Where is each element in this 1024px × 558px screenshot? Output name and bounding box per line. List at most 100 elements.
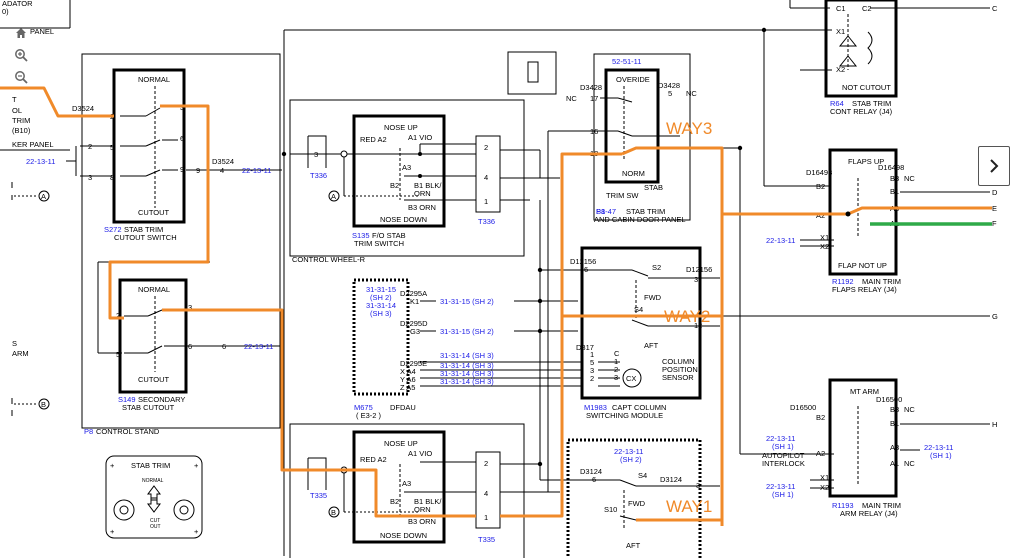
text-ref-sh1a: 22-13-11 [766, 434, 795, 443]
label-way3: WAY3 [666, 119, 712, 138]
text-nc2: NC [686, 89, 697, 98]
svg-text:5: 5 [116, 350, 120, 359]
home-icon[interactable] [10, 22, 32, 44]
text-ref-31-sh3: 31-31-14 [366, 301, 396, 310]
zoom-in-icon[interactable] [10, 44, 32, 66]
text-mtarm: MT ARM [850, 387, 879, 396]
svg-text:4: 4 [484, 173, 488, 182]
text-colpos3: SENSOR [662, 373, 694, 382]
text-x2a: X2 [836, 65, 845, 74]
text-p847: P8-47 [596, 207, 616, 216]
text-colpos1: COLUMN [662, 357, 695, 366]
text-b-mid: B [331, 508, 336, 517]
svg-text:A1: A1 [890, 459, 899, 468]
text-normal-icon: NORMAL [142, 478, 164, 484]
text-ref-2213-c: 22-13-11 [244, 342, 273, 351]
text-b-left: B [41, 400, 46, 409]
text-f-end: F [992, 219, 997, 228]
text-x1a: X1 [836, 27, 845, 36]
text-cx: CX [626, 374, 636, 383]
text-s10: S10 [604, 505, 617, 514]
text-d3524a: D3524 [72, 104, 94, 113]
text-a-left: A [41, 192, 46, 201]
text-ref-x4: 31-31-14 (SH 3) [440, 377, 494, 386]
svg-text:B2: B2 [816, 182, 825, 191]
text-d-end: D [992, 188, 998, 197]
text-d817: D817 [576, 343, 594, 352]
text-s1-stab: STAB [644, 183, 663, 192]
text-ref-52: 52-51-11 [612, 57, 641, 66]
text-nose-up-2: NOSE UP [384, 439, 418, 448]
text-s1-trimsw: TRIM SW [606, 191, 639, 200]
text-pin8: 8 [110, 173, 114, 182]
text-ref-31-sh3b: (SH 3) [370, 309, 392, 318]
text-ref-2213-a: 22-13-11 [26, 157, 55, 166]
text-s4a: S4 [634, 305, 643, 314]
text-s272-stabtrim: STAB TRIM [124, 225, 163, 234]
text-fwd2: FWD [628, 499, 646, 508]
svg-text:A3: A3 [890, 443, 899, 452]
text-s135: S135 [352, 231, 370, 240]
text-flapsup: FLAPS UP [848, 157, 884, 166]
text-x-a4: X A4 [400, 367, 416, 376]
text-g-end: G [992, 312, 998, 321]
svg-text:B1: B1 [890, 419, 899, 428]
text-ref-sh2b: (SH 2) [620, 455, 642, 464]
trace-path-main [0, 86, 114, 118]
text-autopilot: AUTOPILOT [762, 451, 805, 460]
text-t336b: T336 [478, 217, 495, 226]
text-nc1: NC [566, 94, 577, 103]
text-r64-relay: CONT RELAY (J4) [830, 107, 893, 116]
viewer-toolbar [10, 22, 32, 88]
text-nose-down-1: NOSE DOWN [380, 215, 427, 224]
svg-text:9: 9 [196, 166, 200, 175]
svg-text:2: 2 [116, 311, 120, 320]
text-colpos2: POSITION [662, 365, 698, 374]
svg-text:4: 4 [484, 489, 488, 498]
text-r1193-main: MAIN TRIM [862, 501, 901, 510]
text-h-end: H [992, 420, 997, 429]
svg-text:2: 2 [484, 459, 488, 468]
label-way1: WAY1 [666, 497, 712, 516]
text-ref-sh2: 22-13-11 [614, 447, 643, 456]
svg-text:4: 4 [220, 166, 224, 175]
svg-text:+: + [194, 527, 199, 536]
svg-text:NC: NC [904, 459, 915, 468]
text-control-wheel: CONTROL WHEEL-R [292, 255, 366, 264]
text-stabtrim-icon: STAB TRIM [131, 461, 170, 470]
svg-text:1: 1 [590, 350, 594, 359]
text-ref-sh1a2: (SH 1) [772, 442, 794, 451]
text-pin6: 6 [180, 134, 184, 143]
zoom-out-icon[interactable] [10, 66, 32, 88]
text-ref-g3: 31-31-15 (SH 2) [440, 327, 494, 336]
text-m1983: M1983 [584, 403, 607, 412]
svg-text:+: + [110, 461, 115, 470]
text-e3-2: ( E3-2 ) [356, 411, 382, 420]
text-m675: M675 [354, 403, 373, 412]
svg-text:5: 5 [668, 89, 672, 98]
text-arm: ARM [12, 349, 29, 358]
text-s135-fo: F/O STAB [372, 231, 406, 240]
text-d12156b: D12156 [686, 265, 712, 274]
text-pin5: 5 [110, 143, 114, 152]
text-r1192-main: MAIN TRIM [862, 277, 901, 286]
text-ref-x3: 31-31-14 (SH 3) [440, 369, 494, 378]
text-d3124b: D3124 [660, 475, 682, 484]
text-d3428b: D3428 [658, 81, 680, 90]
text-b1blk-2: B1 BLK/ [414, 497, 442, 506]
text-red-a2-1: RED A2 [360, 135, 387, 144]
svg-text:2: 2 [88, 142, 92, 151]
next-page-button[interactable] [978, 146, 1010, 186]
text-s: S [12, 339, 17, 348]
text-p847-panel: AND CABIN DOOR PANEL [594, 215, 686, 224]
svg-text:+: + [110, 527, 115, 536]
text-a-mid: A [331, 192, 336, 201]
svg-text:2: 2 [484, 143, 488, 152]
text-t335a: T335 [310, 491, 327, 500]
text-fwd1: FWD [644, 293, 662, 302]
text-pin9: 9 [180, 165, 184, 174]
text-b3orn-2: B3 ORN [408, 517, 436, 526]
svg-text:+: + [194, 461, 199, 470]
text-y-a6: Y A6 [400, 375, 416, 384]
svg-text:NC: NC [904, 405, 915, 414]
